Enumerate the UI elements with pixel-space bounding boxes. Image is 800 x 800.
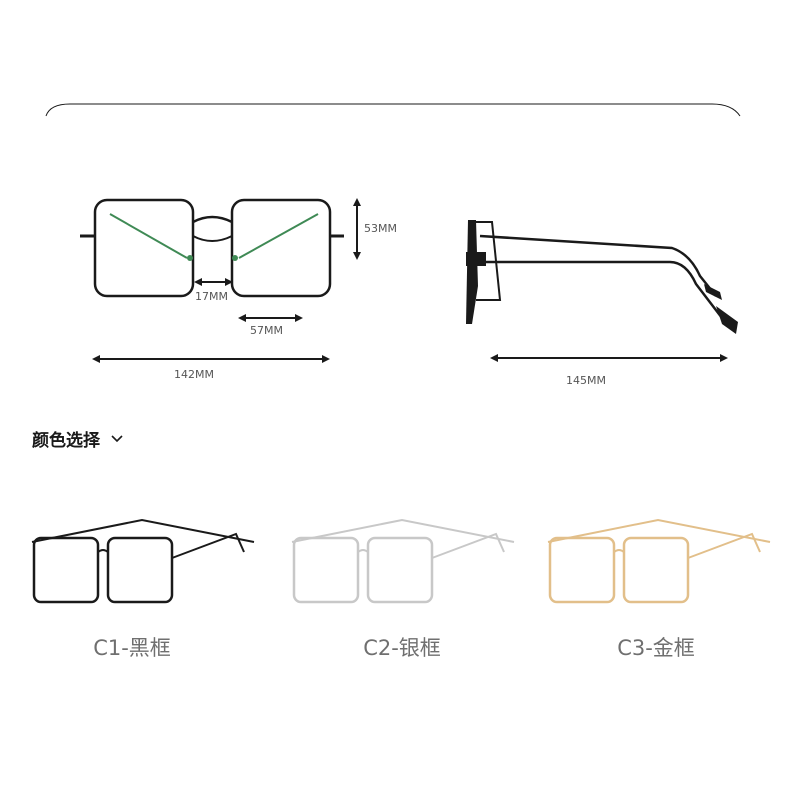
variant-c2-label[interactable]: C2-银框 [363, 636, 441, 660]
color-select-title: 颜色选择 [32, 431, 100, 451]
left-lens-rim [93, 198, 195, 298]
lens-height-arrow [353, 198, 361, 260]
front-view-diagram [80, 198, 361, 363]
variant-c2-glasses[interactable] [282, 508, 522, 608]
side-view-diagram [466, 220, 738, 362]
bridge-width-arrow [194, 278, 233, 286]
color-select-header[interactable]: 颜色选择 [32, 426, 124, 451]
lens-width-label: 57MM [250, 324, 283, 337]
variant-c1-glasses[interactable] [22, 508, 262, 608]
lens-height-label: 53MM [364, 222, 397, 235]
lens-width-arrow [238, 314, 303, 322]
temple-arm [479, 234, 717, 297]
variant-c3-label[interactable]: C3-金框 [617, 636, 695, 660]
frame-width-label: 142MM [174, 368, 214, 381]
chevron-down-icon [111, 434, 123, 442]
temple-length-arrow [490, 354, 728, 362]
bridge [192, 215, 233, 224]
variant-c3-glasses[interactable] [538, 508, 778, 608]
variant-c1-label[interactable]: C1-黑框 [93, 636, 171, 660]
temple-length-label: 145MM [566, 374, 606, 387]
bridge-width-label: 17MM [195, 290, 228, 303]
right-lens-rim [230, 198, 332, 298]
top-divider [45, 103, 741, 117]
frame-width-arrow [92, 355, 330, 363]
